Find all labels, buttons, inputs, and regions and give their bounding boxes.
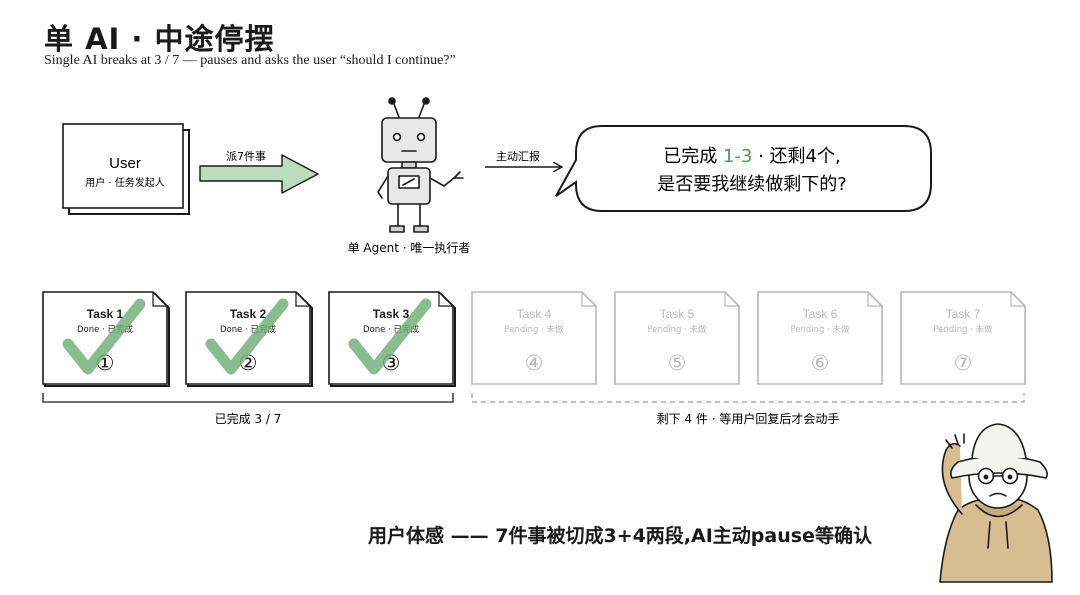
done-bracket-label: 已完成 3 / 7 — [215, 411, 282, 426]
speech-bubble-line2: 是否要我继续做剩下的? — [657, 174, 847, 195]
speech-bubble-highlight: 1-3 — [723, 146, 752, 167]
user-box: User 用户 · 任务发起人 — [62, 123, 190, 215]
report-arrow: 主动汇报 — [485, 149, 561, 167]
agent-label: 单 Agent · 唯一执行者 — [348, 241, 471, 255]
assign-arrow-label: 派7件事 — [226, 150, 266, 163]
check-icon — [62, 298, 146, 375]
pending-bracket: 剩下 4 件 · 等用户回复后才会动手 — [471, 393, 1025, 426]
task-card-4: Task 4 Pending · 未做 ④ — [471, 291, 597, 385]
task-name: Task 5 — [660, 307, 695, 321]
task-status: Pending · 未做 — [933, 324, 993, 335]
user-box-title: User — [109, 155, 141, 172]
user-box-subtitle: 用户 · 任务发起人 — [85, 176, 165, 189]
task-number: ④ — [525, 351, 544, 375]
speech-bubble: 已完成 1-3 · 还剩4个, 是否要我继续做剩下的? — [555, 125, 932, 212]
check-icon — [348, 298, 432, 375]
task-status: Done · 已完成 — [220, 324, 276, 335]
task-status: Pending · 未做 — [790, 324, 850, 335]
task-status: Done · 已完成 — [363, 324, 419, 335]
report-arrow-label: 主动汇报 — [496, 149, 540, 163]
page-title: 单 AI · 中途停摆 — [44, 22, 275, 56]
footer-caption: 用户体感 —— 7件事被切成3+4两段,AI主动pause等确认 — [368, 525, 872, 547]
speech-bubble-line1: 已完成 1-3 · 还剩4个, — [663, 146, 840, 167]
robot-agent-icon — [377, 97, 464, 233]
task-number: ⑥ — [811, 351, 830, 375]
task-name: Task 6 — [803, 307, 838, 321]
assign-arrow: 派7件事 — [199, 150, 319, 194]
task-name: Task 1 — [87, 307, 124, 321]
task-card-6: Task 6 Pending · 未做 ⑥ — [757, 291, 883, 385]
check-icon — [205, 298, 289, 375]
task-status: Pending · 未做 — [504, 324, 564, 335]
task-card-7: Task 7 Pending · 未做 ⑦ — [900, 291, 1026, 385]
task-name: Task 7 — [946, 307, 981, 321]
task-status: Pending · 未做 — [647, 324, 707, 335]
pending-bracket-label: 剩下 4 件 · 等用户回复后才会动手 — [657, 411, 840, 426]
done-bracket: 已完成 3 / 7 — [42, 393, 454, 426]
task-name: Task 4 — [517, 307, 552, 321]
task-name: Task 2 — [230, 307, 267, 321]
page-subtitle: Single AI breaks at 3 / 7 — pauses and a… — [44, 53, 456, 68]
task-status: Done · 已完成 — [77, 324, 133, 335]
task-number: ⑦ — [954, 351, 973, 375]
worried-user-illustration — [939, 423, 1053, 583]
task-card-5: Task 5 Pending · 未做 ⑤ — [614, 291, 740, 385]
task-name: Task 3 — [373, 307, 410, 321]
task-number: ⑤ — [668, 351, 687, 375]
